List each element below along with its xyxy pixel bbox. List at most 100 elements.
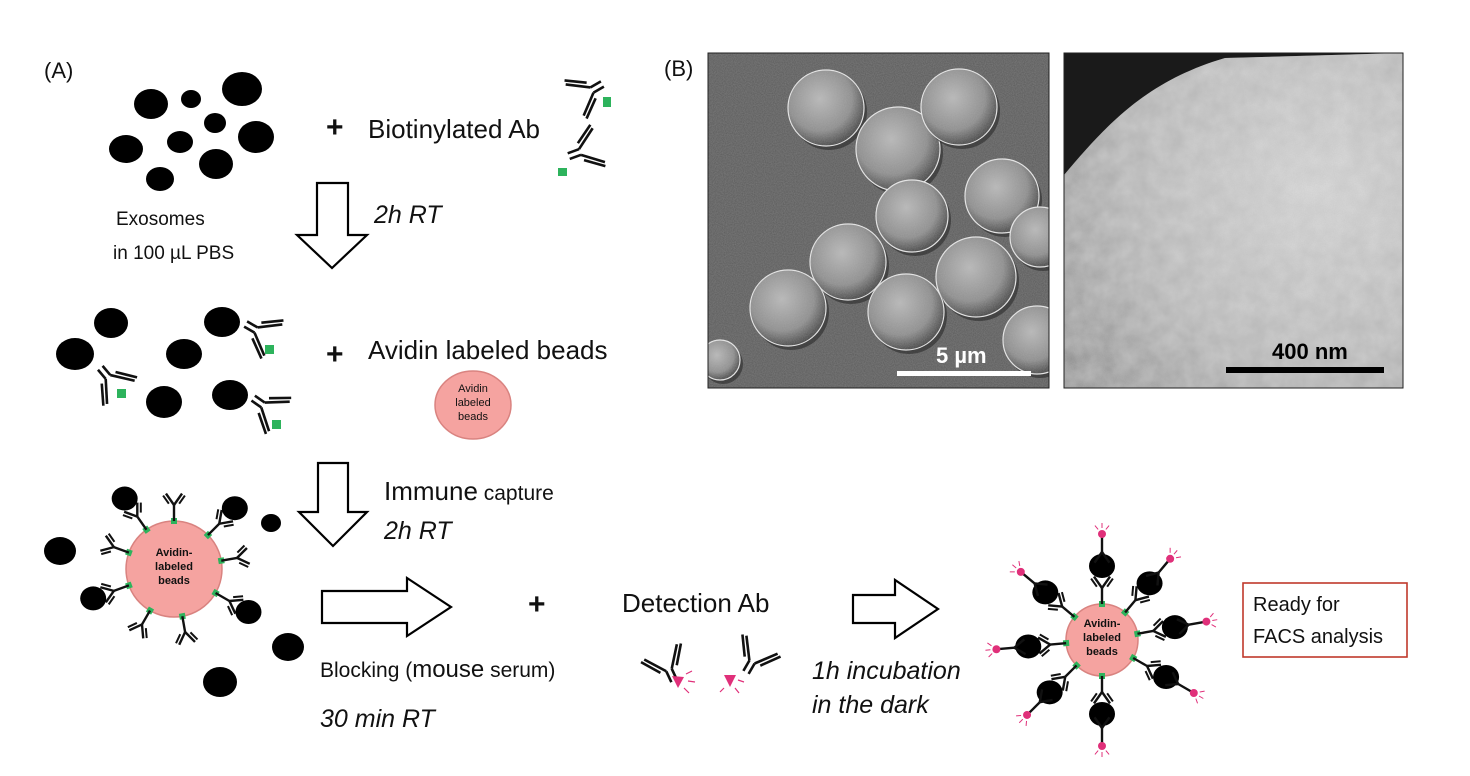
bead-label-line2: labeled <box>455 397 490 409</box>
biotinylated-ab-label: Biotinylated Ab <box>368 114 540 144</box>
bead-antibody <box>217 544 251 568</box>
exosome <box>56 338 94 370</box>
detection-antibody <box>1093 716 1111 757</box>
panel-b-label: (B) <box>664 56 693 81</box>
capture-word: capture <box>478 482 554 505</box>
bead-antibody <box>127 606 155 639</box>
bead-antibody <box>1015 633 1070 659</box>
fluorophore <box>1023 710 1032 719</box>
exosome <box>261 514 281 532</box>
process-arrow-right <box>851 577 940 641</box>
process-arrow-down <box>296 461 370 548</box>
exosome <box>212 380 248 410</box>
blocking-time-label: 30 min RT <box>320 705 437 733</box>
exosome <box>238 121 274 153</box>
serum-word: serum) <box>484 659 555 682</box>
captured-bead-label-line1: Avidin- <box>156 547 193 559</box>
bead-antibody <box>1032 580 1079 622</box>
plus-sign: + <box>326 111 344 144</box>
bead-antibody <box>203 496 248 540</box>
biotinylated-antibody <box>558 123 608 179</box>
fluorophore <box>1098 530 1106 538</box>
detection-antibody <box>1093 523 1111 564</box>
exosome <box>1032 580 1059 605</box>
scale-bar <box>1226 367 1384 373</box>
exosome <box>1036 680 1063 705</box>
captured-bead-complex <box>44 486 304 697</box>
bead-antibody <box>1089 673 1115 726</box>
avidin-bead <box>434 370 512 440</box>
bead-antibody <box>1036 661 1081 705</box>
final-bead-complex <box>985 523 1218 757</box>
bound-antibody <box>239 378 294 436</box>
bead-antibody <box>162 492 186 524</box>
exosome <box>204 113 226 133</box>
sem-image-surface: 400 nm <box>1063 52 1404 389</box>
exosomes-label-line1: Exosomes <box>116 209 205 230</box>
bead-antibody <box>1129 653 1180 689</box>
exosome <box>1089 554 1115 578</box>
arrow1-label: 2h RT <box>373 201 443 229</box>
arrow2-label-line1: Immune capture <box>384 476 554 506</box>
fluorophore <box>1202 617 1211 626</box>
final-bead-label-line1: Avidin- <box>1084 618 1121 630</box>
exosome <box>80 586 107 611</box>
detection-antibody <box>1176 612 1218 635</box>
free-exosomes <box>109 72 274 191</box>
bead-antibody <box>1133 615 1188 641</box>
result-box-line1: Ready for <box>1253 594 1340 616</box>
bead-label-line1: Avidin <box>458 383 488 395</box>
detection-ab-label: Detection Ab <box>622 588 769 618</box>
process-arrow-down <box>294 181 370 270</box>
plus-sign: + <box>326 338 344 371</box>
exosome <box>199 149 233 179</box>
panel-a-label: (A) <box>44 58 73 83</box>
bead-label-line3: beads <box>458 411 488 423</box>
exosome <box>1136 571 1163 596</box>
bead-antibody <box>80 581 133 611</box>
exosome <box>146 386 182 418</box>
detection-antibody <box>1009 560 1048 597</box>
biotinylated-antibody <box>562 63 615 121</box>
exosome <box>44 537 76 565</box>
exosome <box>221 496 248 521</box>
fluorophore <box>1166 554 1175 563</box>
arrow2-label-line2: 2h RT <box>383 517 453 545</box>
plus-sign: + <box>528 588 546 621</box>
detection-antibody <box>1016 689 1053 726</box>
result-box-line2: FACS analysis <box>1253 626 1383 648</box>
fluorophore <box>992 645 1001 654</box>
detection-antibody <box>985 638 1027 658</box>
blocking-label: Blocking (mouse serum) <box>320 656 555 683</box>
exosome <box>204 307 240 337</box>
scale-bar-label: 5 µm <box>936 343 987 368</box>
exosomes-label-line2: in 100 µL PBS <box>113 243 234 264</box>
exosome <box>1153 665 1180 689</box>
process-arrow-right <box>320 575 453 639</box>
exosome <box>166 339 202 369</box>
scale-bar <box>897 371 1031 376</box>
exosome <box>222 72 262 106</box>
exosome <box>1161 615 1188 640</box>
antibody-bound-exosomes <box>56 303 294 436</box>
exosome <box>167 131 193 153</box>
bead-antibody <box>1089 554 1115 607</box>
mouse-word: mouse <box>412 656 484 683</box>
detection-antibody <box>1145 547 1182 586</box>
fluorophore <box>1098 742 1106 750</box>
final-bead-label-line2: labeled <box>1083 632 1121 644</box>
exosome <box>146 167 174 191</box>
result-box <box>1242 582 1408 658</box>
detection-antibody <box>719 632 783 694</box>
captured-bead-label-line2: labeled <box>155 561 193 573</box>
incubation-label-line1: 1h incubation <box>812 657 961 685</box>
blocking-word: Blocking ( <box>320 659 412 682</box>
bound-antibody <box>233 303 286 361</box>
bead-antibody <box>100 533 133 557</box>
exosome <box>1089 702 1115 726</box>
bead-antibody <box>211 588 262 624</box>
exosome <box>203 667 237 697</box>
fluorophore <box>1189 689 1198 697</box>
final-bead-label-line3: beads <box>1086 646 1118 658</box>
